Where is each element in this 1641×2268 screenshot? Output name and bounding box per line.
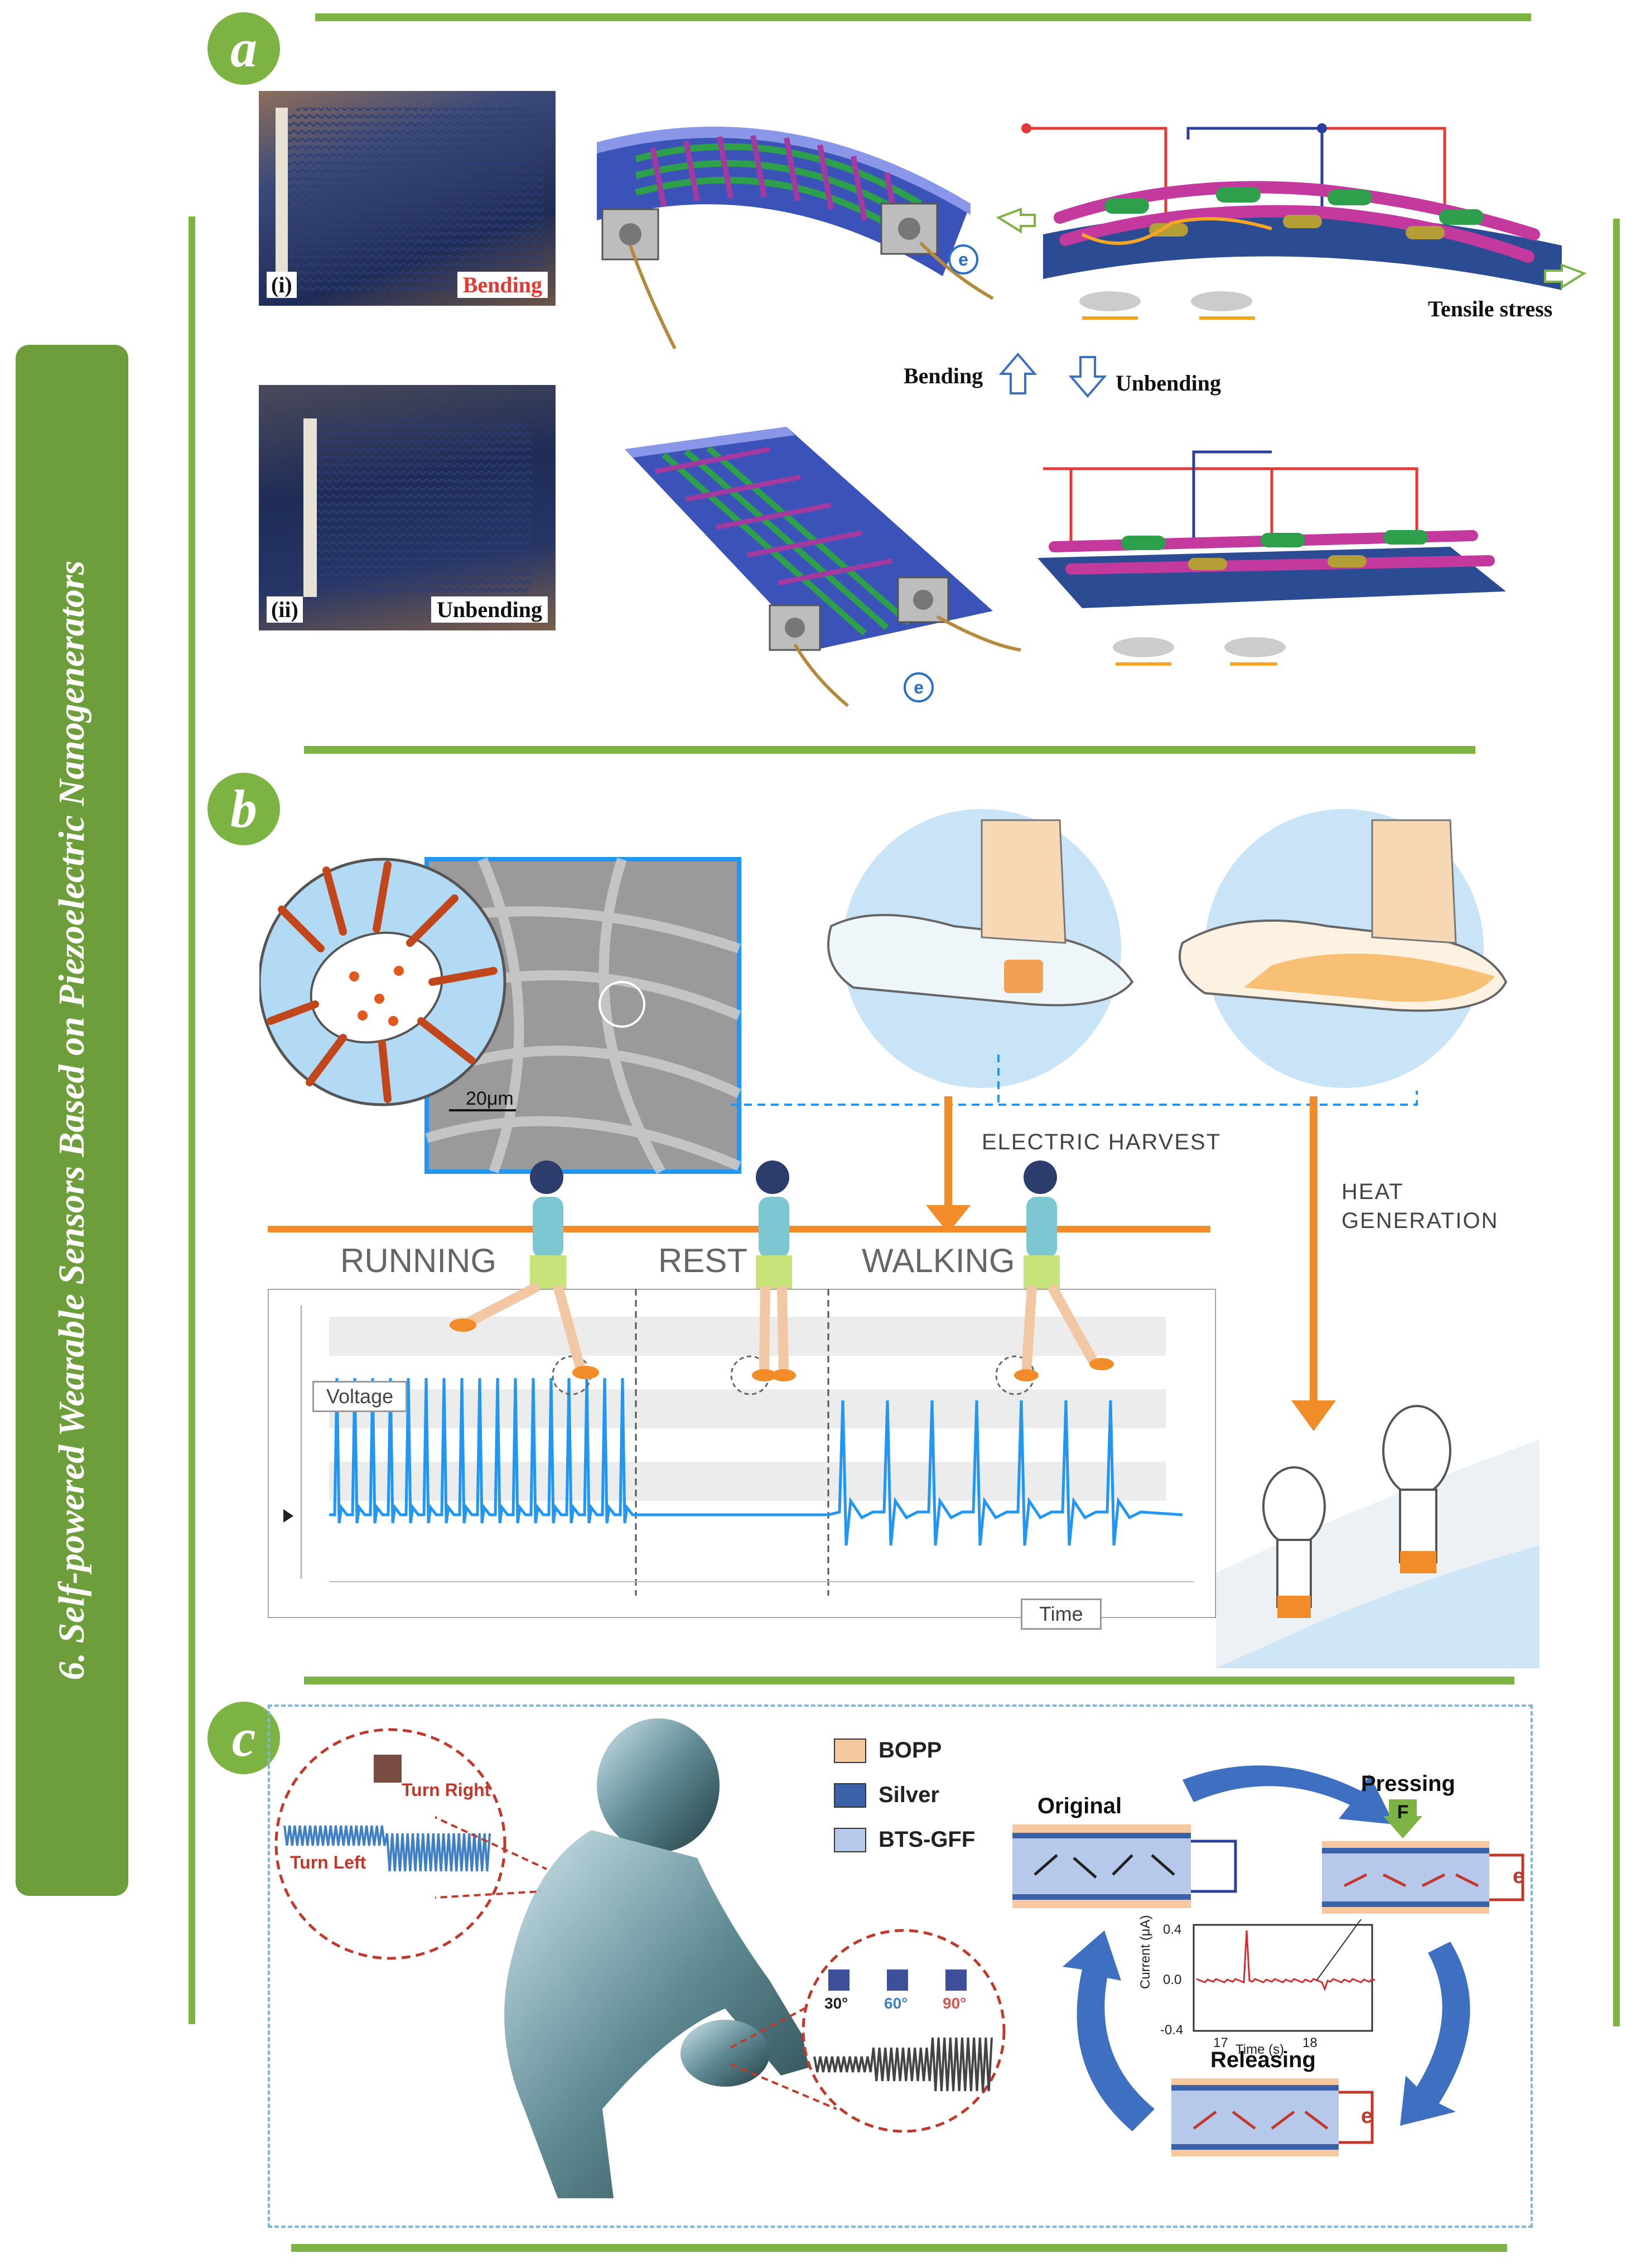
legend-label-bopp: BOPP [879, 1738, 942, 1763]
hiker-1 [1262, 1466, 1326, 1618]
legend-label-btsgff: BTS-GFF [879, 1827, 976, 1852]
bottom-divider [291, 2244, 1507, 2252]
state-releasing-label: Releasing [1210, 2048, 1316, 2072]
photo-i-num: (i) [267, 272, 297, 298]
electron-releasing: e [1361, 2105, 1373, 2128]
panel-c-frame [268, 1704, 1533, 2228]
arrow-up-icon [998, 352, 1037, 394]
device-pressing [1322, 1841, 1524, 1914]
left-rule [189, 216, 195, 2024]
voltage-label-box: Voltage [312, 1381, 408, 1412]
arrow-down-icon [1068, 356, 1107, 398]
electron-icon-2: e [904, 672, 934, 702]
state-pressing-label: Pressing [1361, 1771, 1455, 1796]
angle-60-label: 60° [884, 1995, 908, 2012]
snow-hikers-illustration [1216, 1405, 1539, 1668]
tensile-stress-label: Tensile stress [1428, 296, 1553, 321]
force-arrow-icon [1383, 1799, 1422, 1838]
running-figure [450, 1161, 599, 1379]
turn-right-label: Turn Right [402, 1780, 491, 1800]
robot-illustration [435, 1718, 837, 2198]
inset-ytick-mid: 0.0 [1163, 1972, 1182, 1987]
sleeve-texture [276, 108, 543, 292]
sleeve-texture-2 [303, 418, 532, 597]
scale-bar-label: 20μm [466, 1088, 514, 1109]
runner-figures [450, 1161, 1114, 1381]
inset-ytick-bottom: -0.4 [1160, 2023, 1184, 2038]
phase-running: RUNNING [340, 1242, 496, 1279]
device-original [1012, 1824, 1237, 1908]
phase-walking: WALKING [862, 1242, 1015, 1279]
current-inset-plot [1193, 1919, 1375, 2032]
electron-icon: e [948, 244, 978, 275]
turn-left-label: Turn Left [290, 1852, 366, 1872]
legend-bopp: BOPP [834, 1738, 942, 1763]
angle-90-label: 90° [943, 1995, 967, 2012]
legend-swatch-silver [834, 1783, 866, 1808]
legend-label-silver: Silver [879, 1783, 939, 1807]
force-label: F [1397, 1802, 1409, 1823]
photo-ii-num: (ii) [267, 596, 303, 623]
fiber-illustration [259, 857, 741, 1174]
photo-ii-label: Unbending [431, 596, 548, 623]
panel-a-badge: a [207, 12, 280, 85]
shoe-harvest-illustration [827, 809, 1134, 1088]
electron-pressing: e [1513, 1865, 1525, 1888]
legend-swatch-bopp [834, 1738, 866, 1763]
photo-unbending: (ii) Unbending [259, 385, 556, 630]
inset-xtick-18: 18 [1302, 2035, 1317, 2050]
top-divider [315, 13, 1531, 21]
head-turn-zoom [274, 1728, 506, 1960]
state-original-label: Original [1037, 1794, 1122, 1818]
panel-b-badge: b [207, 773, 280, 845]
inset-xlabel: Time (s) [1235, 2042, 1285, 2057]
woven-device-bent [597, 127, 994, 350]
legend-btsgff: BTS-GFF [834, 1827, 975, 1852]
sidebar-title-box: 6. Self-powered Wearable Sensors Based o… [16, 345, 128, 1896]
right-rule [1613, 219, 1620, 2026]
inset-ylabel: Current (μA) [1138, 1915, 1153, 1989]
shoe-heat-illustration [1179, 809, 1508, 1088]
electric-harvest-label: ELECTRIC HARVEST [982, 1130, 1222, 1154]
hiker-2 [1382, 1405, 1451, 1573]
walking-figure [1014, 1161, 1114, 1381]
heat-generation-label: HEAT GENERATION [1341, 1179, 1499, 1233]
photo-bending: (i) Bending [259, 91, 556, 306]
legend-swatch-btsgff [834, 1827, 866, 1852]
divider-bc [304, 1677, 1514, 1684]
woven-device-flat [625, 427, 1021, 707]
legend-silver: Silver [834, 1783, 939, 1808]
unbending-arrow-label: Unbending [1116, 370, 1221, 396]
circuit-bent [996, 123, 1587, 320]
bending-arrow-label: Bending [904, 363, 983, 388]
circuit-flat [1037, 450, 1506, 666]
finger-bend-zoom [802, 1929, 1006, 2133]
cycle-arrows [1063, 1765, 1470, 2131]
inset-ytick-top: 0.4 [1163, 1922, 1182, 1937]
phase-rest: REST [658, 1242, 748, 1279]
time-label-box: Time [1021, 1598, 1102, 1630]
device-releasing [1171, 2078, 1374, 2156]
resting-figure [752, 1161, 796, 1381]
force-arrow: F [1383, 1799, 1422, 1838]
divider-ab [304, 746, 1475, 754]
angle-30-label: 30° [824, 1995, 848, 2012]
inset-xtick-17: 17 [1213, 2035, 1228, 2050]
photo-i-label: Bending [457, 272, 548, 298]
